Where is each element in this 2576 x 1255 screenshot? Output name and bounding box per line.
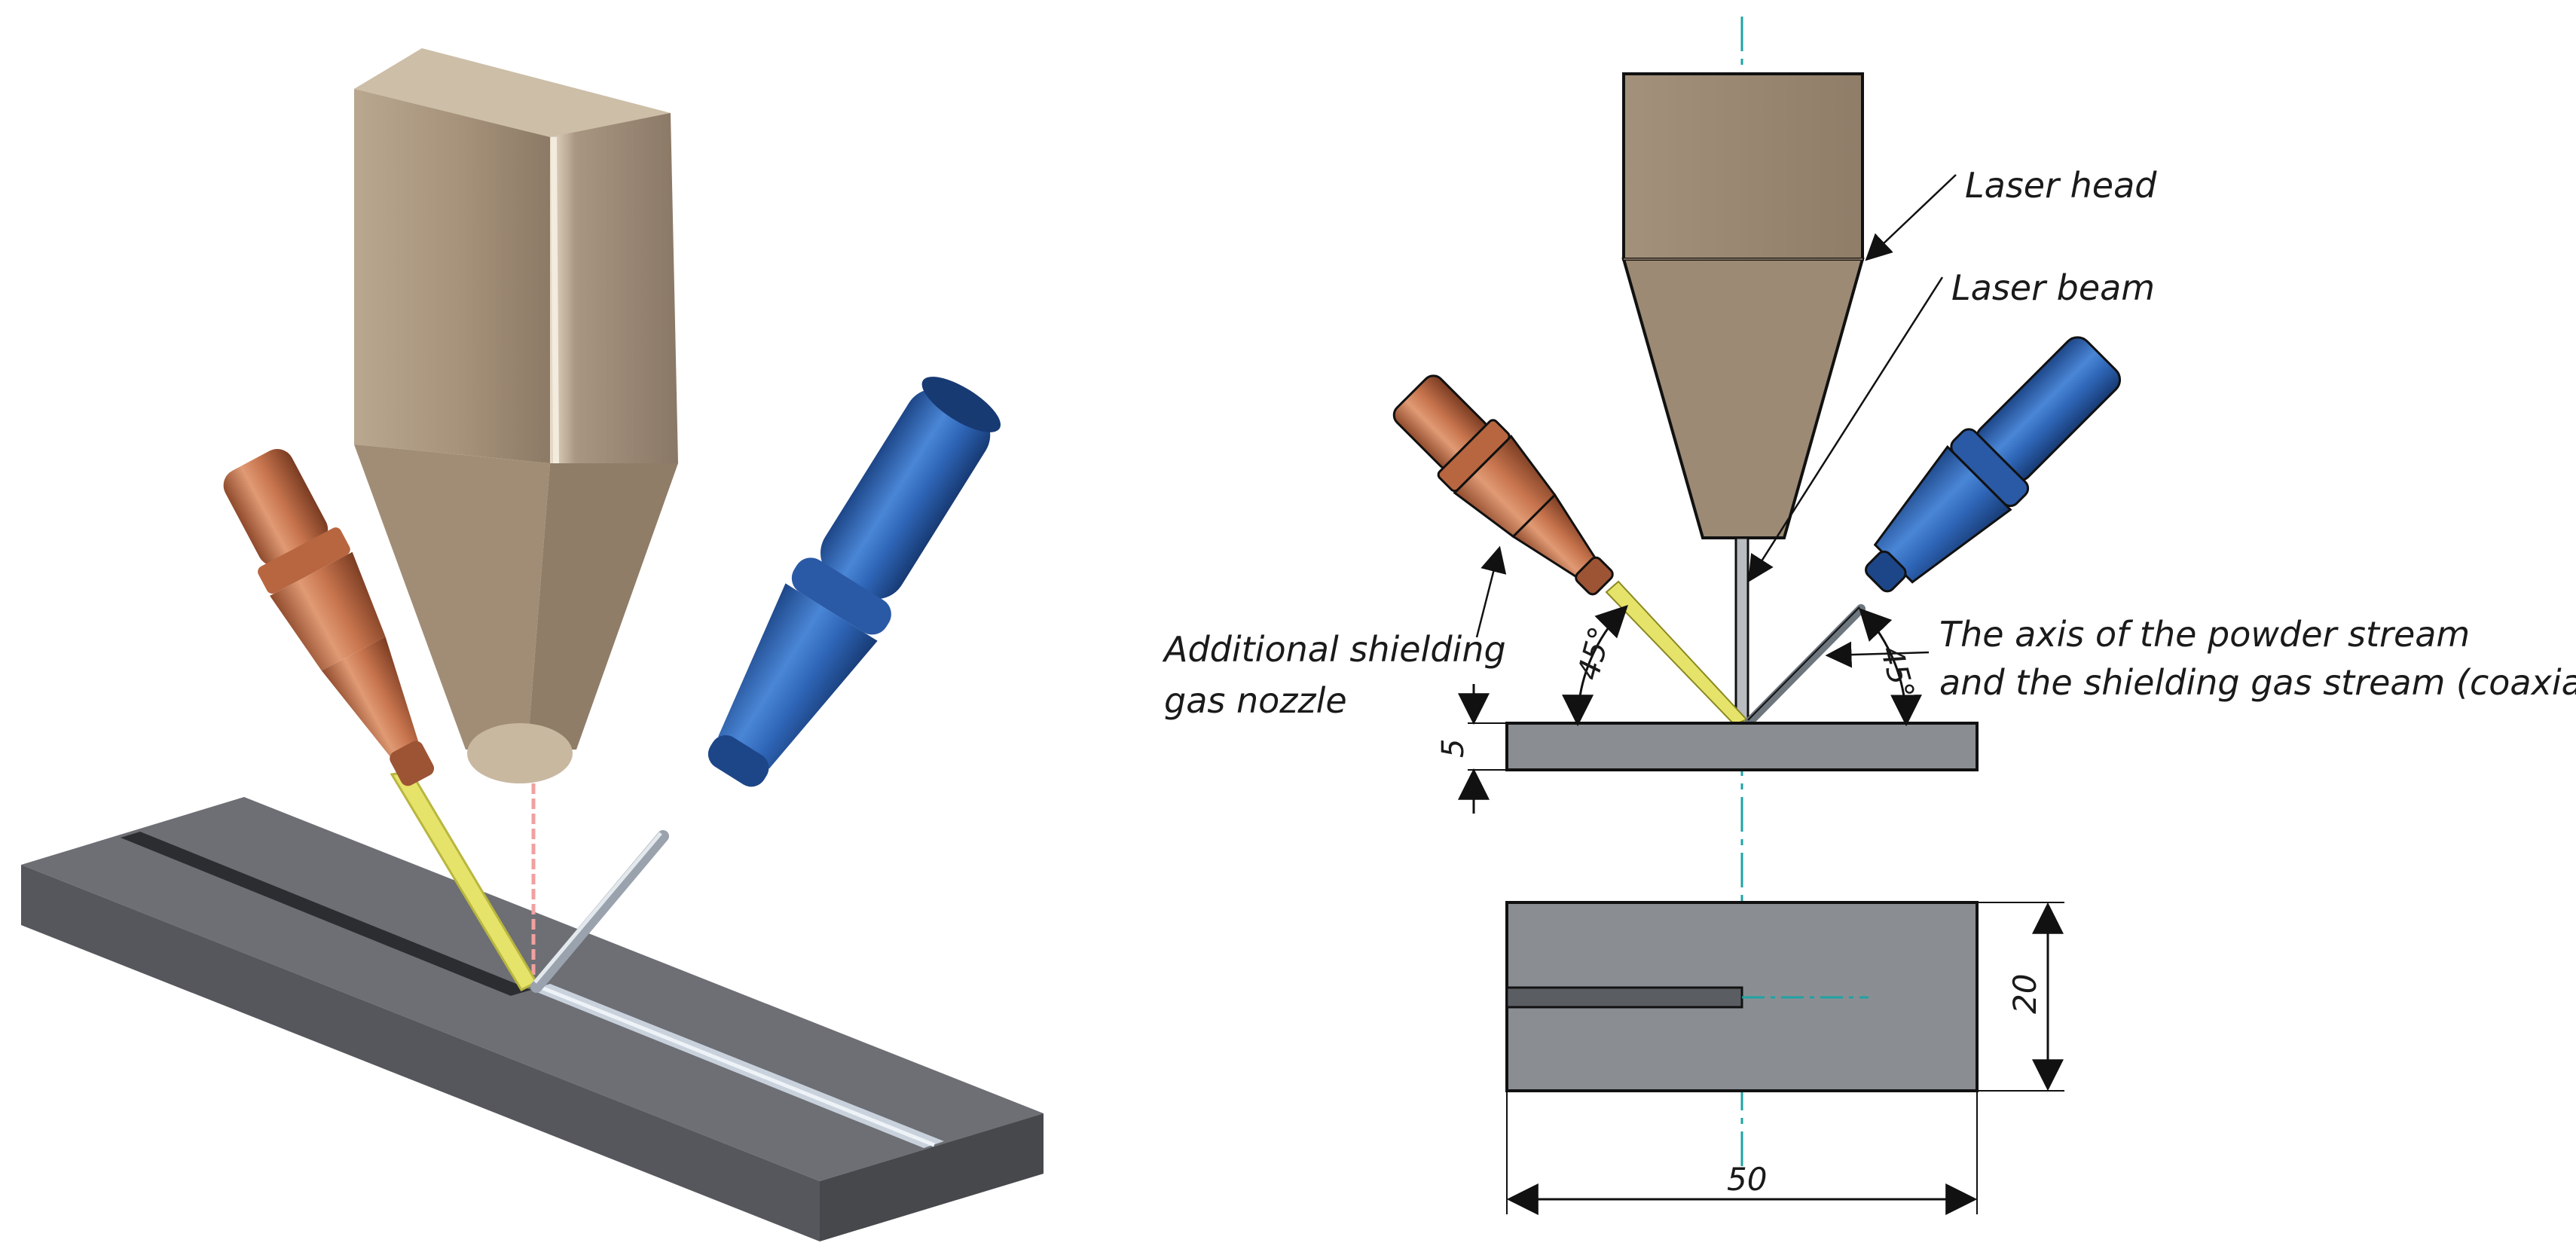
track-highlight <box>539 985 935 1147</box>
laser-beam-2d <box>1734 536 1749 725</box>
label-laser-head: Laser head <box>1965 165 2157 206</box>
angle-arc-right <box>1859 607 1922 727</box>
dim-angle-right: 45° <box>1873 643 1921 703</box>
tube-highlight <box>533 832 662 984</box>
powder-tube-3d <box>530 830 669 993</box>
leader-gas-nozzle <box>1475 545 1507 638</box>
gas-nozzle-3d <box>223 448 435 786</box>
dim-width: 20 <box>2006 974 2043 1014</box>
dim-angle-left: 45° <box>1571 623 1618 683</box>
plate-side-view <box>1505 722 1979 771</box>
label-laser-beam: Laser beam <box>1951 267 2155 308</box>
label-powder-axis-line2: and the shielding gas stream (coaxial) <box>1939 662 2576 703</box>
gas-stream-2d <box>1605 580 1748 726</box>
label-gas-nozzle-line1: Additional shielding <box>1162 629 1506 670</box>
powder-nozzle-3d <box>707 377 1001 787</box>
powder-tube-2d <box>1745 604 1866 726</box>
dim-length: 50 <box>1727 1161 1767 1198</box>
leader-powder-axis <box>1825 641 1930 668</box>
laser-head-3d <box>354 48 678 783</box>
tube-outline <box>1747 606 1860 721</box>
label-gas-nozzle-line2: gas nozzle <box>1164 680 1347 721</box>
groove-top-view <box>1505 986 1743 1009</box>
leader-laser-beam <box>1748 276 1944 582</box>
dim-thickness: 5 <box>1436 739 1471 758</box>
laser-head-2d <box>1621 72 1865 539</box>
groove-3d <box>121 832 531 996</box>
label-powder-axis-line1: The axis of the powder stream <box>1939 614 2470 655</box>
gas-nozzle-2d <box>1392 374 1614 596</box>
orthographic-drawing: Laser head Laser beam Additional shieldi… <box>1162 17 2576 1215</box>
isometric-view <box>21 48 1044 1241</box>
powder-nozzle-2d <box>1865 336 2122 593</box>
angle-arc-left <box>1562 605 1628 727</box>
leader-laser-head <box>1865 174 1957 261</box>
